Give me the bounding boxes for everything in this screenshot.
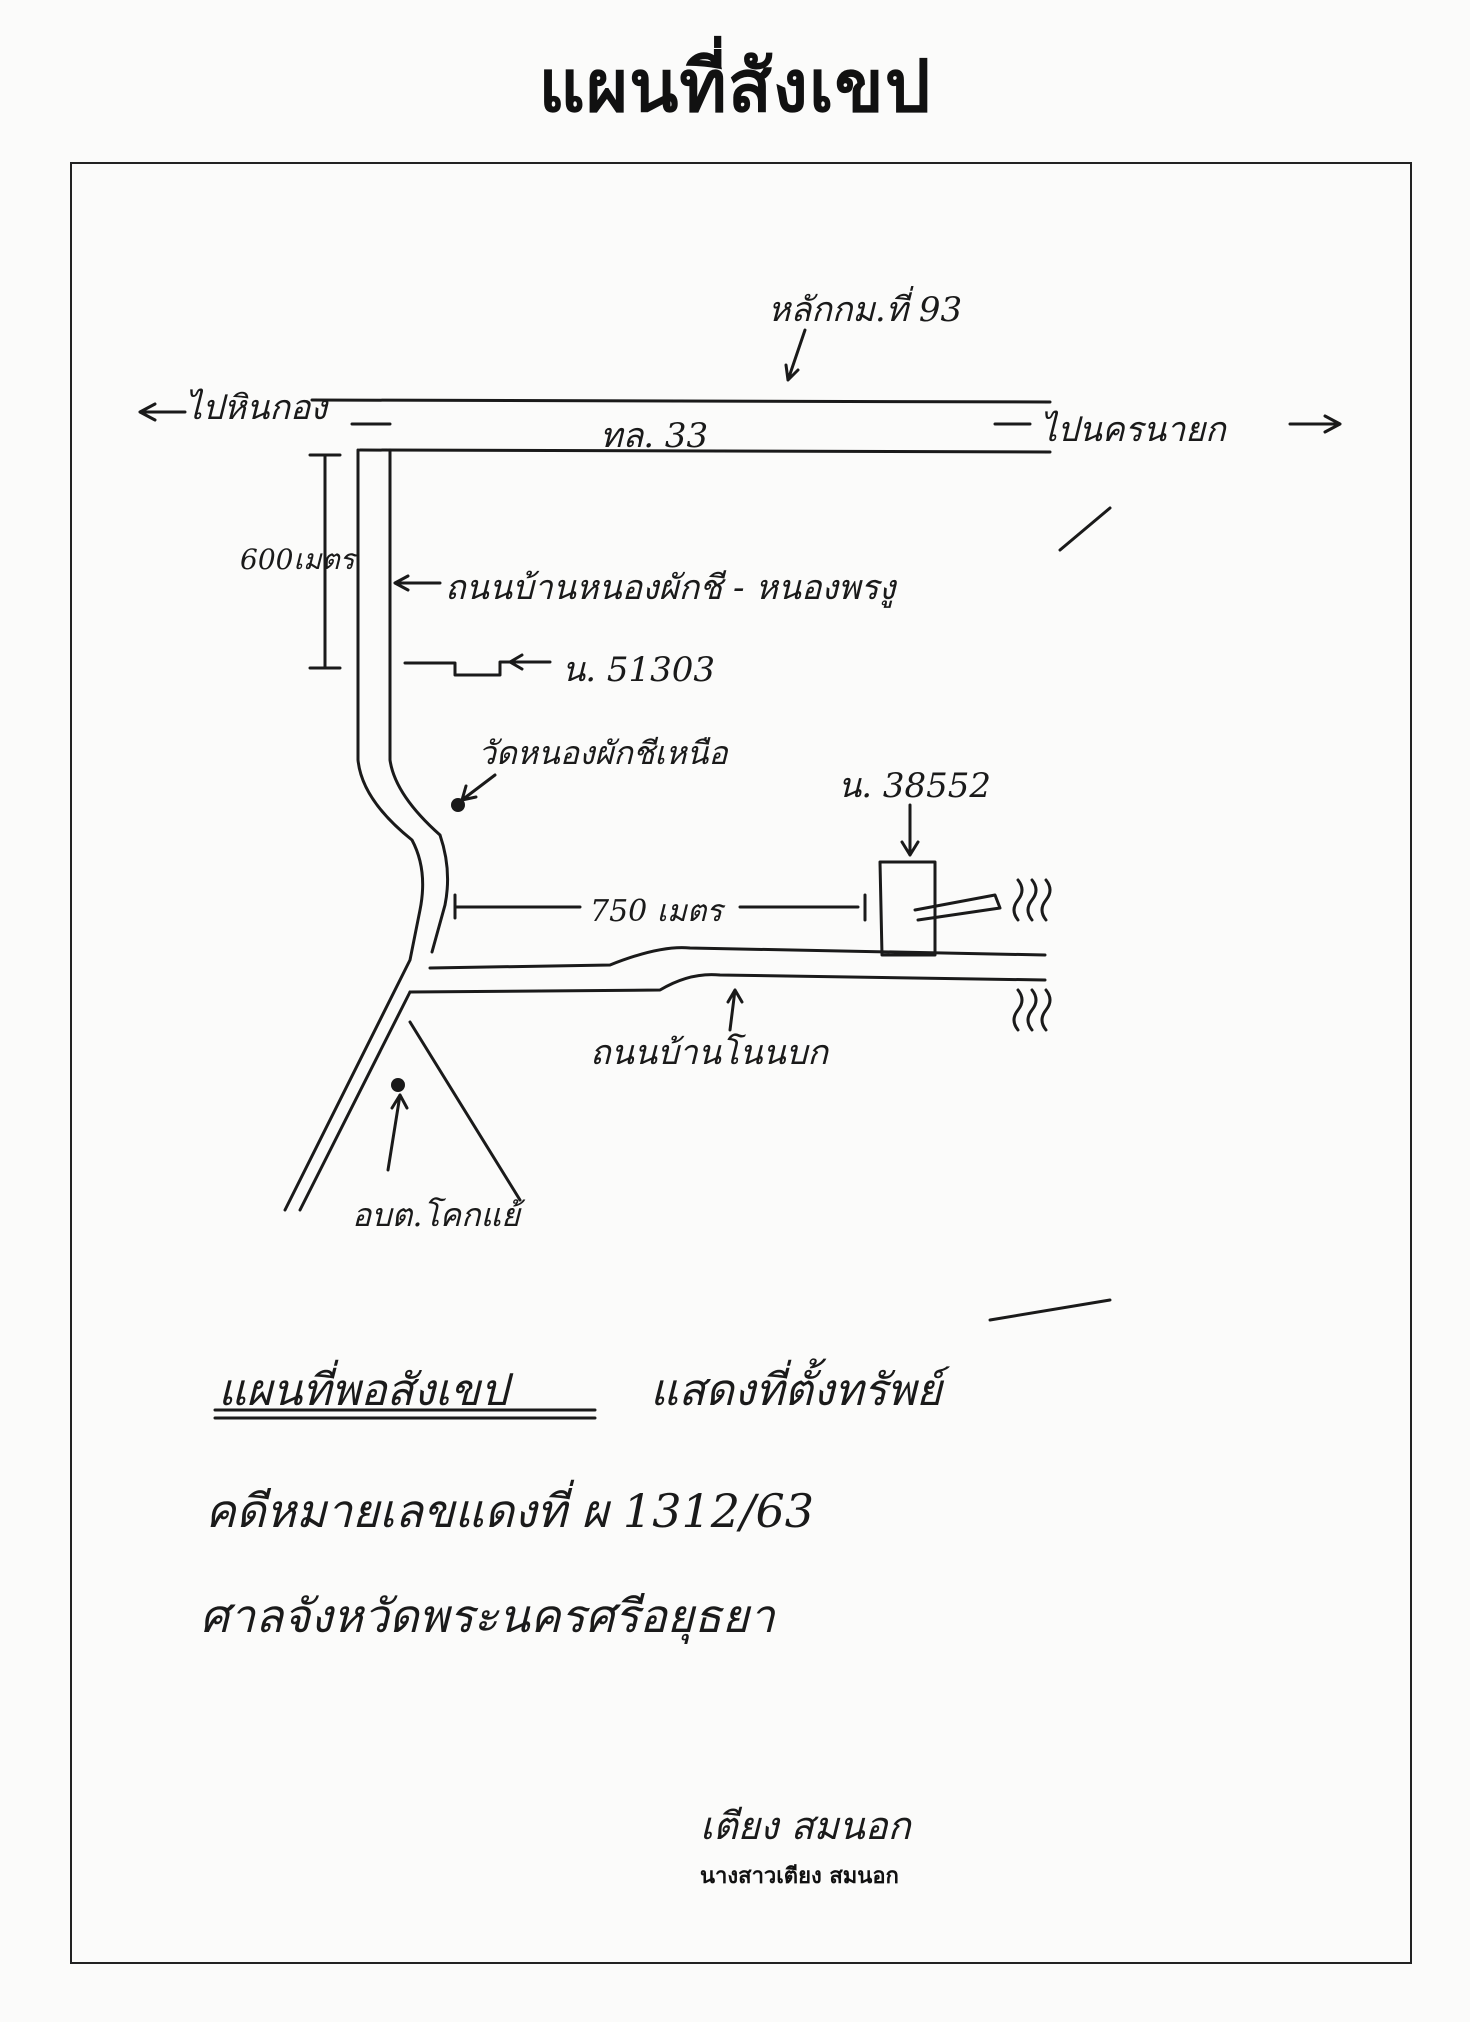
map-frame xyxy=(70,162,1412,1964)
signer-name: นางสาวเตียง สมนอก xyxy=(700,1864,899,1889)
case-number-line: คดีหมายเลขแดงที่ ผ 1312/63 xyxy=(205,1484,815,1538)
distance-north-dimension xyxy=(308,453,342,670)
notes-subheading: แสดงที่ตั้งทรัพย์ xyxy=(650,1365,942,1416)
arrow-left-icon xyxy=(138,402,187,422)
side-road-label: ถนนบ้านหนองผักชี - หนองพรงู xyxy=(445,568,896,608)
highway-lower-edge xyxy=(358,448,1052,454)
office-label: อบต.โคกแย้ xyxy=(352,1196,520,1234)
distance-east-label: 750 เมตร xyxy=(590,894,723,929)
lower-road-upper-edge xyxy=(428,946,1047,970)
court-name-line: ศาลจังหวัดพระนครศรีอยุธยา xyxy=(200,1589,775,1643)
parcel-1-label: น. 51303 xyxy=(562,650,716,690)
highway-upper-edge xyxy=(310,398,1052,404)
highway-label: ทล. 33 xyxy=(600,416,709,456)
notes-heading: แผนที่พอสังเขป xyxy=(218,1365,509,1416)
side-road-right-edge xyxy=(388,448,450,954)
handwritten-signature: เตียง สมนอก xyxy=(700,1804,911,1848)
page-title: แผนที่สังเขป xyxy=(538,44,932,128)
parcel-2-plot xyxy=(878,860,937,957)
parcel-2-label: น. 38552 xyxy=(838,766,992,806)
arrow-right-icon xyxy=(1288,414,1342,434)
notes-underline xyxy=(213,1408,597,1420)
km-marker-label: หลักกม.ที่ 93 xyxy=(768,290,963,330)
lower-road-label: ถนนบ้านโนนบก xyxy=(590,1033,828,1073)
road-right-label: ไปนครนายก xyxy=(1040,410,1226,450)
distance-east-dimension xyxy=(453,893,867,922)
office-marker-icon xyxy=(391,1078,405,1092)
parcel-1-plot xyxy=(403,660,512,677)
distance-north-label: 600เมตร xyxy=(240,543,355,576)
side-road-left-edge xyxy=(283,448,425,1212)
lower-road-lower-edge xyxy=(408,973,1047,994)
temple-marker-icon xyxy=(451,798,465,812)
temple-label: วัดหนองผักชีเหนือ xyxy=(478,734,728,772)
road-left-label: ไปหินกอง xyxy=(185,388,327,428)
